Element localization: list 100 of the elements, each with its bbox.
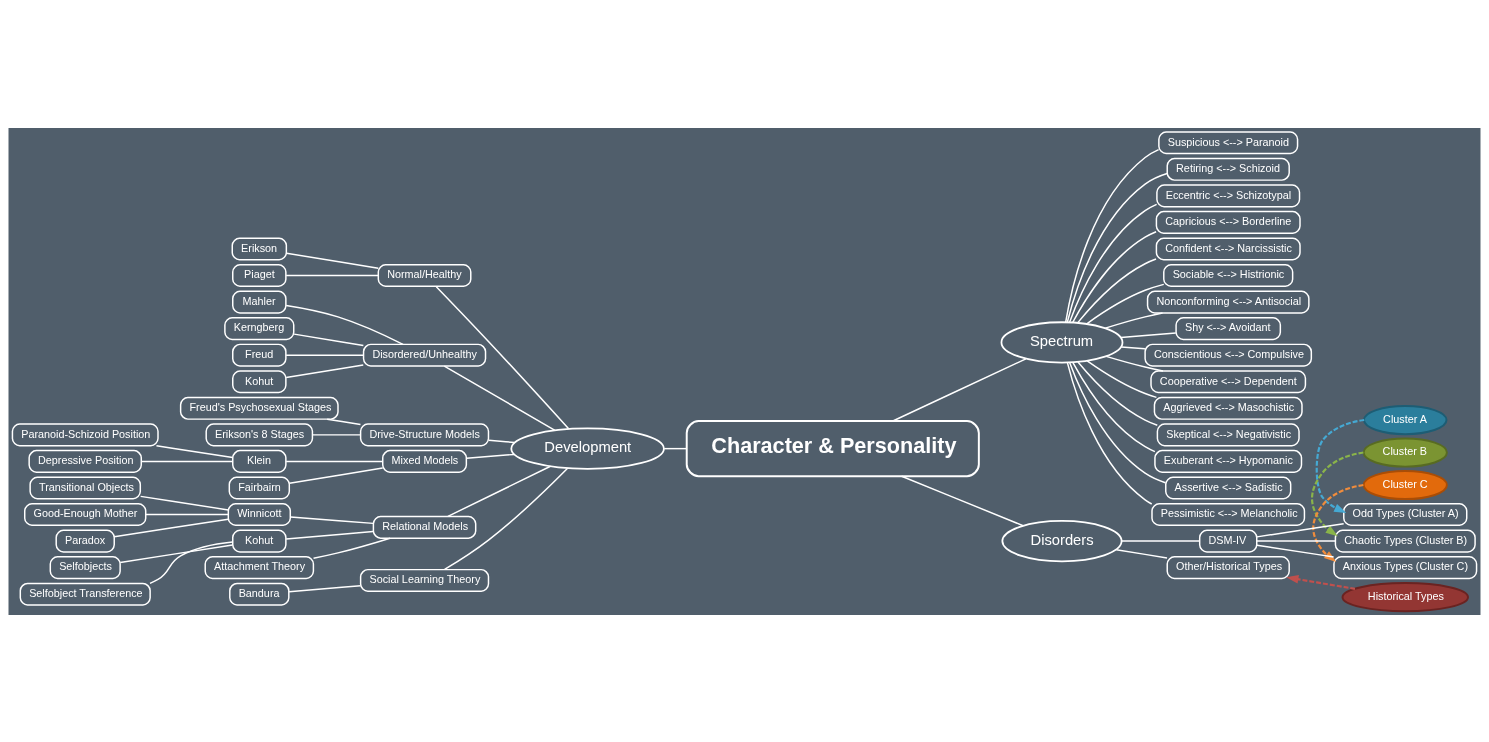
node-ellipse: Development <box>510 427 665 470</box>
connector <box>288 466 384 484</box>
node-box: Erikson <box>231 236 288 261</box>
connector <box>155 444 234 458</box>
arrow <box>1312 483 1364 562</box>
connector <box>443 467 569 570</box>
connector <box>1077 360 1159 426</box>
connector <box>663 447 688 449</box>
node-box: Kohut <box>232 369 287 393</box>
connector <box>312 433 362 436</box>
node-ellipse: Spectrum <box>1000 320 1124 363</box>
connector <box>285 353 364 356</box>
node-box: Erikson's 8 Stages <box>205 422 314 446</box>
node-box: Selfobjects <box>49 555 121 579</box>
arrow <box>1311 451 1364 536</box>
connector <box>1068 203 1158 323</box>
node-box: Aggrieved <--> Masochistic <box>1153 396 1303 420</box>
connector <box>149 540 234 584</box>
node-box: Shy <--> Avoidant <box>1175 316 1282 340</box>
connector <box>1256 522 1345 538</box>
node-box: DSM-IV <box>1198 529 1258 553</box>
connector <box>288 584 362 592</box>
node-box: Assertive <--> Sadistic <box>1165 475 1292 500</box>
node-box: Selfobject Transference <box>19 582 151 606</box>
node-box: Conscientious <--> Compulsive <box>1144 343 1313 367</box>
node-ellipse: Cluster C <box>1362 469 1448 500</box>
node-box: Piaget <box>232 263 287 287</box>
node-box: Depressive Position <box>28 449 142 473</box>
connector <box>139 495 229 511</box>
connector <box>435 285 570 429</box>
node-box: Skeptical <--> Negativistic <box>1156 422 1300 446</box>
connector <box>1120 331 1177 338</box>
node-ellipse: Cluster B <box>1362 437 1448 468</box>
connector <box>140 460 234 462</box>
node-box: Fairbairn <box>228 475 291 500</box>
node-box: Eccentric <--> Schizotypal <box>1156 183 1301 207</box>
node-box: Sociable <--> Histrionic <box>1163 263 1294 287</box>
node-box: Nonconforming <--> Antisocial <box>1146 290 1310 314</box>
connector <box>119 543 234 563</box>
connector <box>892 357 1027 422</box>
node-box: Cooperative <--> Dependent <box>1150 369 1307 393</box>
node-box: Kohut <box>232 529 287 553</box>
node-box: Klein <box>232 449 287 473</box>
arrow <box>1315 418 1365 513</box>
node-ellipse: Historical Types <box>1341 581 1469 612</box>
connector <box>289 515 374 524</box>
connector <box>285 252 379 269</box>
node-box: Confident <--> Narcissistic <box>1155 236 1301 261</box>
node-box: Good-Enough Mother <box>24 502 147 526</box>
connector <box>293 332 365 346</box>
node-box: Paranoid-Schizoid Position <box>11 422 159 446</box>
node-box: Retiring <--> Schizoid <box>1166 157 1290 181</box>
connector <box>1115 548 1168 559</box>
connector <box>145 513 229 515</box>
node-box: Bandura <box>229 582 290 606</box>
arrow <box>1286 574 1356 590</box>
node-box: Kerngberg <box>224 316 295 340</box>
connector <box>285 363 364 378</box>
node-box: Transitional Objects <box>29 475 142 500</box>
connector <box>285 530 374 540</box>
connector <box>1066 361 1153 505</box>
connector <box>1086 359 1158 398</box>
node-box: Winnicott <box>227 502 292 526</box>
node-box: Freud <box>232 343 287 367</box>
connector <box>326 417 362 425</box>
node-box: Paradox <box>55 529 115 553</box>
connector <box>312 536 391 559</box>
connector <box>1256 544 1335 558</box>
connector <box>1068 361 1167 483</box>
node-box: Attachment Theory <box>204 555 315 579</box>
node-box: Freud's Psychosexual Stages <box>179 396 339 420</box>
connector <box>1104 311 1164 329</box>
node-box: Disordered/Unhealthy <box>362 343 487 367</box>
node-box: Suspicious <--> Paranoid <box>1158 130 1299 154</box>
node-box: Exuberant <--> Hypomanic <box>1154 449 1303 473</box>
connector <box>1076 257 1157 324</box>
connector <box>465 453 515 459</box>
connector <box>285 304 404 345</box>
connector <box>1120 345 1146 350</box>
connector <box>1105 355 1164 372</box>
node-box: Odd Types (Cluster A) <box>1343 502 1468 526</box>
connector <box>285 460 384 462</box>
connector <box>1066 172 1168 323</box>
connector <box>488 439 516 443</box>
node-box: Character & Personality <box>685 419 980 477</box>
connector <box>1121 539 1201 542</box>
node-box: Pessimistic <--> Melancholic <box>1151 502 1306 526</box>
node-box: Anxious Types (Cluster C) <box>1333 555 1478 579</box>
node-box: Chaotic Types (Cluster B) <box>1334 529 1476 553</box>
node-ellipse: Disorders <box>1001 519 1123 562</box>
node-box: Normal/Healthy <box>377 263 472 287</box>
connector <box>447 465 552 517</box>
node-box: Other/Historical Types <box>1166 555 1290 579</box>
connector <box>1072 361 1156 452</box>
node-box: Drive-Structure Models <box>359 422 490 446</box>
node-ellipse: Cluster A <box>1363 404 1448 435</box>
node-box: Mixed Models <box>382 449 468 473</box>
connector <box>113 517 229 537</box>
connector <box>1256 539 1336 542</box>
connector <box>1086 283 1165 324</box>
